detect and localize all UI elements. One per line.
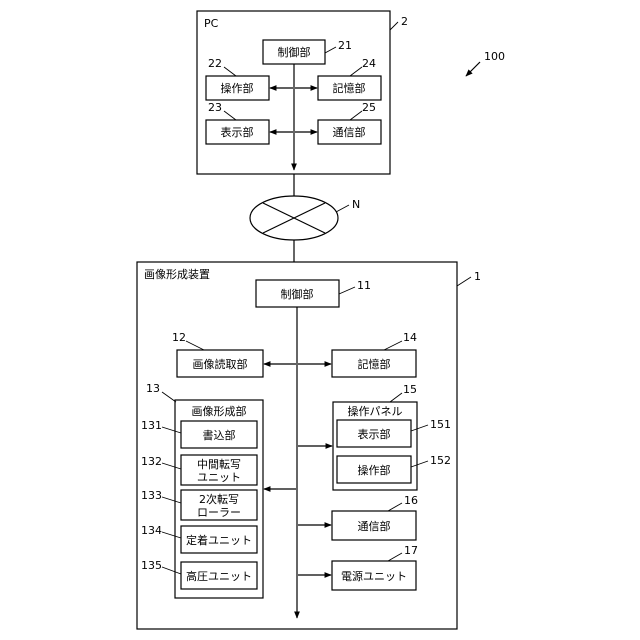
reader-label: 画像読取部 bbox=[193, 357, 248, 371]
pc-control-leader bbox=[325, 47, 336, 53]
pc-communication-ref: 25 bbox=[362, 101, 376, 114]
pc-display-leader bbox=[224, 111, 236, 120]
pc-control-label: 制御部 bbox=[278, 45, 311, 59]
panel-ref: 15 bbox=[403, 383, 417, 396]
device-ref-leader bbox=[457, 277, 471, 286]
pc-ref: 2 bbox=[401, 15, 408, 28]
pc-display-ref: 23 bbox=[208, 101, 222, 114]
pc-operation-ref: 22 bbox=[208, 57, 222, 70]
unit-high-voltage-ref: 135 bbox=[141, 559, 162, 572]
pc-storage-leader bbox=[350, 67, 362, 76]
pc-display-label: 表示部 bbox=[221, 125, 254, 139]
pc-communication-leader bbox=[350, 111, 362, 120]
system-ref-arrow bbox=[466, 62, 480, 76]
device-title: 画像形成装置 bbox=[144, 268, 210, 281]
unit-high-voltage-label: 高圧ユニット bbox=[186, 569, 252, 583]
pc-communication-label: 通信部 bbox=[333, 125, 366, 139]
system-ref: 100 bbox=[484, 50, 505, 63]
device-storage-label: 記憶部 bbox=[358, 357, 391, 371]
device-control-ref: 11 bbox=[357, 279, 371, 292]
power-unit-ref: 17 bbox=[404, 544, 418, 557]
power-unit-label: 電源ユニット bbox=[341, 569, 407, 583]
network-ref: N bbox=[352, 198, 360, 211]
device-storage-leader bbox=[384, 341, 402, 350]
panel-display-leader bbox=[411, 425, 428, 431]
panel-leader bbox=[390, 393, 402, 402]
pc-title: PC bbox=[204, 17, 219, 30]
pc-storage-label: 記憶部 bbox=[333, 81, 366, 95]
unit-intermediate-ref: 132 bbox=[141, 455, 162, 468]
panel-label: 操作パネル bbox=[348, 404, 403, 418]
unit-secondary-ref: 133 bbox=[141, 489, 162, 502]
panel-operation-leader bbox=[411, 461, 428, 467]
unit-secondary-line1: 2次転写 bbox=[199, 492, 239, 506]
unit-writer-ref: 131 bbox=[141, 419, 162, 432]
device-control-label: 制御部 bbox=[281, 287, 314, 301]
panel-display-label: 表示部 bbox=[358, 427, 391, 441]
unit-writer-leader bbox=[162, 427, 181, 433]
network-ref-leader bbox=[336, 205, 349, 212]
pc-control-ref: 21 bbox=[338, 39, 352, 52]
pc-operation-label: 操作部 bbox=[221, 81, 254, 95]
device-control-leader bbox=[339, 287, 355, 294]
unit-secondary-line2: ローラー bbox=[197, 506, 241, 519]
unit-secondary-leader bbox=[162, 497, 181, 503]
pc-operation-leader bbox=[224, 67, 236, 76]
unit-fixing-leader bbox=[162, 532, 181, 538]
reader-ref: 12 bbox=[172, 331, 186, 344]
unit-high-voltage-leader bbox=[162, 567, 181, 574]
device-ref: 1 bbox=[474, 270, 481, 283]
panel-display-ref: 151 bbox=[430, 418, 451, 431]
device-communication-label: 通信部 bbox=[358, 519, 391, 533]
device-communication-ref: 16 bbox=[404, 494, 418, 507]
device-storage-ref: 14 bbox=[403, 331, 417, 344]
device-communication-leader bbox=[388, 503, 402, 511]
power-unit-leader bbox=[388, 553, 402, 561]
panel-operation-label: 操作部 bbox=[358, 463, 391, 477]
unit-fixing-ref: 134 bbox=[141, 524, 162, 537]
unit-writer-label: 書込部 bbox=[203, 428, 236, 442]
image-forming-ref: 13 bbox=[146, 382, 160, 395]
reader-leader bbox=[186, 341, 204, 350]
unit-intermediate-line1: 中間転写 bbox=[197, 458, 241, 471]
unit-intermediate-leader bbox=[162, 463, 181, 469]
image-forming-leader bbox=[162, 392, 176, 402]
pc-storage-ref: 24 bbox=[362, 57, 376, 70]
unit-fixing-label: 定着ユニット bbox=[186, 533, 252, 547]
image-forming-label: 画像形成部 bbox=[192, 404, 247, 418]
panel-operation-ref: 152 bbox=[430, 454, 451, 467]
unit-intermediate-line2: ユニット bbox=[197, 471, 241, 484]
pc-ref-leader bbox=[390, 22, 398, 30]
